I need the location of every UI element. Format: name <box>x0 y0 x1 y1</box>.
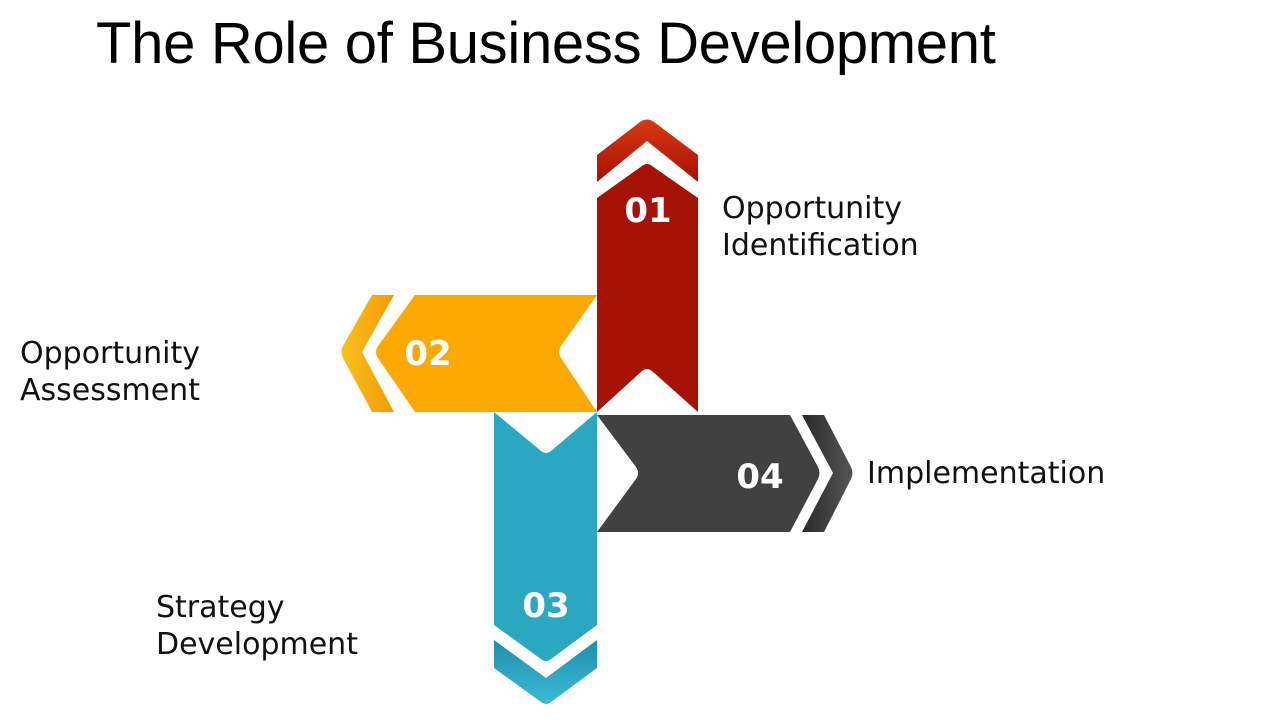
step-03-arrow: 03 <box>494 412 597 704</box>
step-02-label-line2: Assessment <box>20 373 200 408</box>
step-04-number: 04 <box>736 457 783 497</box>
step-01-label-line2: Identification <box>722 228 919 263</box>
step-04-label: Implementation <box>867 455 1105 492</box>
step-02-arrow: 02 <box>341 295 597 412</box>
step-01-chevron-icon <box>597 119 698 182</box>
step-03-number: 03 <box>522 586 569 626</box>
slide-title: The Role of Business Development <box>96 11 996 76</box>
step-02-label: Opportunity Assessment <box>20 335 200 409</box>
step-01-arrow-body <box>597 164 698 412</box>
step-03-label: Strategy Development <box>156 589 358 663</box>
step-02-chevron-icon <box>341 295 394 412</box>
step-02-number: 02 <box>404 334 451 374</box>
step-03-label-line1: Strategy <box>156 590 285 625</box>
step-03-arrow-body <box>494 412 597 661</box>
step-01-label-line1: Opportunity <box>722 191 903 226</box>
step-04-chevron-icon <box>802 415 853 532</box>
step-03-label-line2: Development <box>156 627 358 662</box>
step-02-arrow-body <box>376 295 597 412</box>
step-03-chevron-icon <box>494 640 597 704</box>
step-04-arrow-body <box>597 415 820 532</box>
step-02-label-line1: Opportunity <box>20 336 201 371</box>
step-04-arrow: 04 <box>597 415 853 532</box>
step-01-label: Opportunity Identification <box>722 190 919 264</box>
step-04-label-line1: Implementation <box>867 456 1106 491</box>
step-01-arrow: 01 <box>597 119 698 412</box>
step-01-number: 01 <box>624 191 671 231</box>
